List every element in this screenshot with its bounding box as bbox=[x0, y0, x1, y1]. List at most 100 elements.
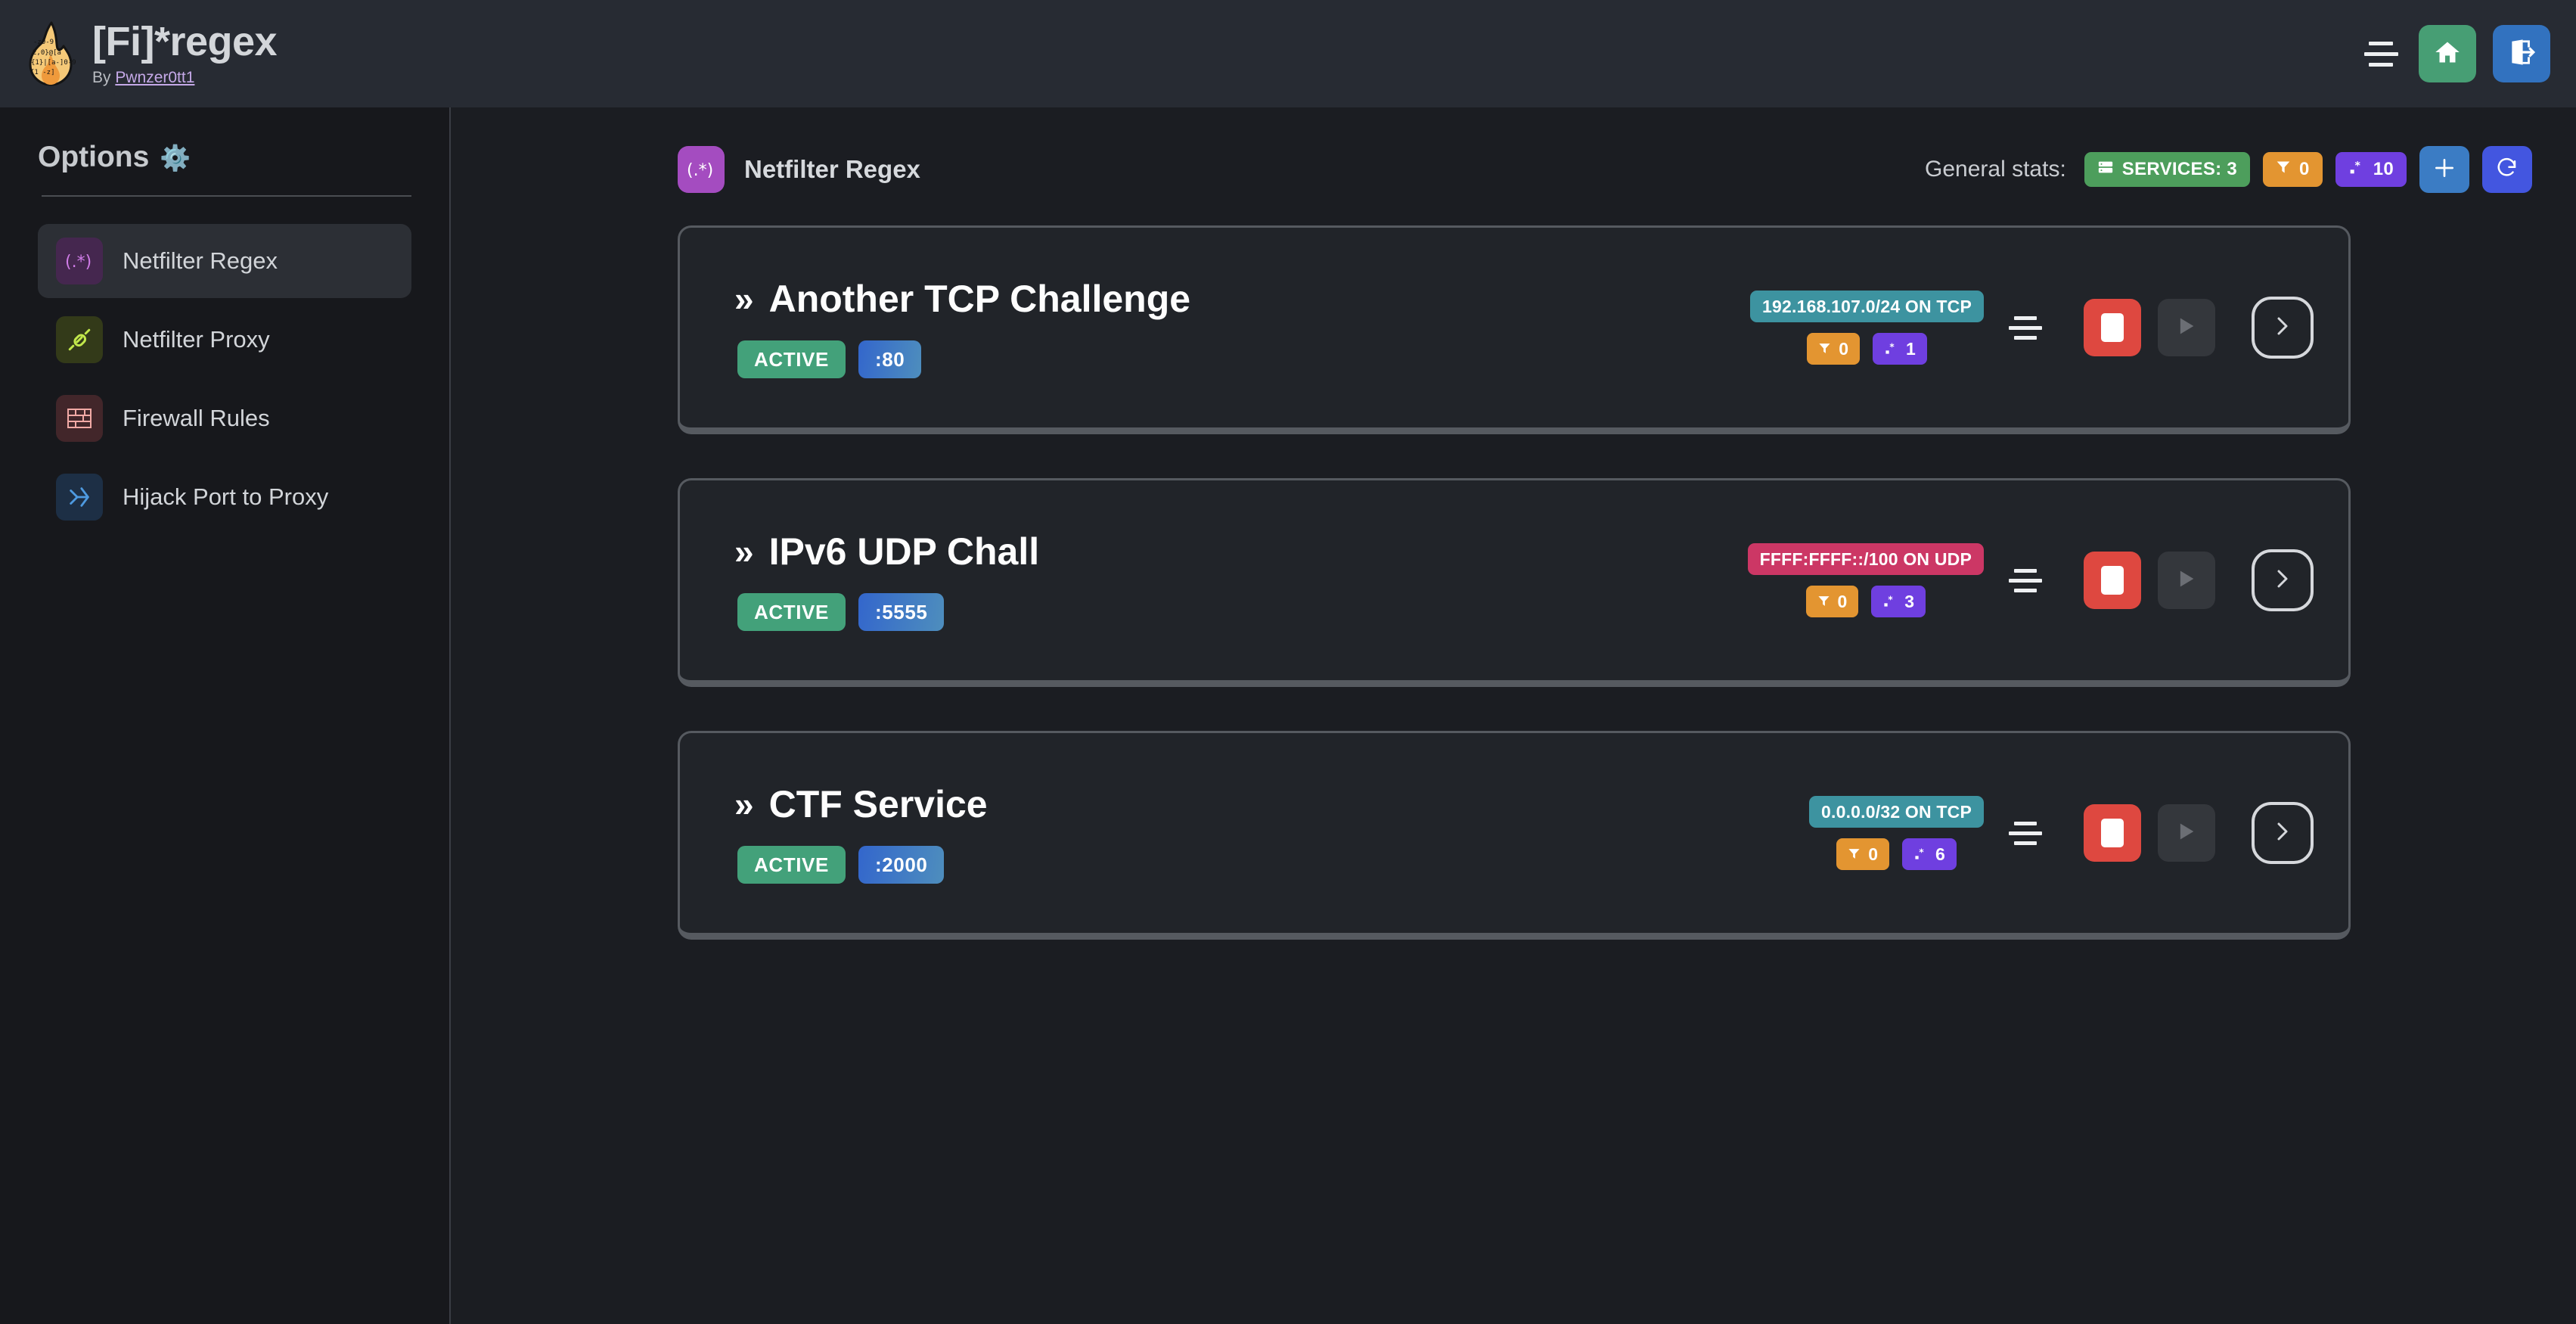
status-badge: ACTIVE bbox=[737, 593, 846, 631]
svg-text:-z0-9: -z0-9 bbox=[33, 39, 54, 46]
status-badge: ACTIVE bbox=[737, 340, 846, 378]
play-icon bbox=[2176, 567, 2197, 595]
service-card[interactable]: » Another TCP Challenge ACTIVE :80 192.1… bbox=[678, 225, 2351, 434]
sidebar-item-firewall-rules[interactable]: Firewall Rules bbox=[38, 381, 411, 455]
service-tags: ACTIVE :80 bbox=[734, 340, 1190, 378]
service-counters: 0 * 1 bbox=[1807, 333, 1927, 365]
general-stats-label: General stats: bbox=[1925, 157, 2066, 182]
filters-count-label: 0 bbox=[2299, 159, 2310, 179]
plug-icon bbox=[56, 316, 103, 363]
open-service-button[interactable] bbox=[2252, 297, 2314, 359]
stop-button[interactable] bbox=[2084, 552, 2141, 609]
svg-text:2,0}@[a: 2,0}@[a bbox=[33, 49, 61, 57]
network-badge: 192.168.107.0/24 ON TCP bbox=[1750, 291, 1984, 322]
svg-text:*: * bbox=[1889, 595, 1894, 605]
svg-text:*: * bbox=[1919, 847, 1924, 858]
service-tags: ACTIVE :5555 bbox=[734, 593, 1039, 631]
route-fork-icon bbox=[56, 474, 103, 521]
double-chevron-right-icon: » bbox=[734, 532, 754, 571]
refresh-icon bbox=[2496, 157, 2519, 183]
open-service-button[interactable] bbox=[2252, 549, 2314, 611]
server-icon bbox=[2097, 159, 2114, 181]
svg-text:(.*): (.*) bbox=[65, 253, 92, 272]
play-button[interactable] bbox=[2158, 299, 2215, 356]
play-icon bbox=[2176, 314, 2197, 342]
brick-wall-icon bbox=[56, 395, 103, 442]
service-name: Another TCP Challenge bbox=[768, 278, 1191, 320]
service-info: » Another TCP Challenge ACTIVE :80 bbox=[734, 277, 1190, 378]
service-name: CTF Service bbox=[768, 783, 988, 825]
network-badge: 0.0.0.0/32 ON TCP bbox=[1809, 796, 1984, 828]
svg-text:(.*): (.*) bbox=[687, 161, 713, 180]
drag-handle-icon[interactable] bbox=[1984, 315, 2067, 340]
chevron-right-icon bbox=[2271, 819, 2294, 848]
service-badges: 0.0.0.0/32 ON TCP 0 * 6 bbox=[1809, 796, 1984, 870]
regexes-badge: * 3 bbox=[1871, 586, 1926, 617]
regex-glyph-icon: * bbox=[1882, 592, 1897, 612]
open-service-button[interactable] bbox=[2252, 802, 2314, 864]
svg-text:*: * bbox=[2354, 160, 2360, 172]
service-counters: 0 * 3 bbox=[1805, 586, 1926, 617]
home-icon bbox=[2433, 39, 2462, 70]
drag-handle-icon[interactable] bbox=[1984, 821, 2067, 845]
svg-text:{1}|[a-]0-9]: {1}|[a-]0-9] bbox=[31, 59, 76, 67]
home-button[interactable] bbox=[2419, 25, 2476, 82]
gear-icon: ⚙️ bbox=[160, 143, 191, 172]
sidebar-item-netfilter-proxy[interactable]: Netfilter Proxy bbox=[38, 303, 411, 377]
plus-icon bbox=[2432, 156, 2457, 184]
funnel-icon bbox=[1818, 339, 1831, 359]
funnel-icon bbox=[2276, 159, 2291, 180]
service-title: » CTF Service bbox=[734, 782, 988, 826]
hamburger-menu-icon[interactable] bbox=[2360, 33, 2402, 75]
filters-count: 0 bbox=[1839, 338, 1849, 359]
stop-button[interactable] bbox=[2084, 299, 2141, 356]
sidebar-title-text: Options bbox=[38, 141, 150, 173]
refresh-button[interactable] bbox=[2482, 146, 2532, 193]
logout-icon bbox=[2507, 38, 2536, 70]
chevron-right-icon bbox=[2271, 313, 2294, 343]
status-badge: ACTIVE bbox=[737, 846, 846, 884]
drag-handle-icon[interactable] bbox=[1984, 568, 2067, 592]
sidebar-item-netfilter-regex[interactable]: (.*) Netfilter Regex bbox=[38, 224, 411, 298]
author-link[interactable]: Pwnzer0tt1 bbox=[115, 68, 195, 86]
regexes-badge: * 1 bbox=[1873, 333, 1927, 365]
general-stats: General stats: SERVICES: 3 0 * 10 bbox=[1925, 146, 2532, 193]
service-card[interactable]: » CTF Service ACTIVE :2000 0.0.0.0/32 ON… bbox=[678, 731, 2351, 940]
service-tags: ACTIVE :2000 bbox=[734, 846, 988, 884]
main-header: (.*) Netfilter Regex General stats: SERV… bbox=[452, 107, 2576, 198]
stop-icon bbox=[2101, 566, 2124, 595]
top-bar: -z0-9 2,0}@[a {1}|[a-]0-9] {1 ‑z] [Fi]*r… bbox=[0, 0, 2576, 107]
stop-button[interactable] bbox=[2084, 804, 2141, 862]
port-badge: :5555 bbox=[858, 593, 945, 631]
status-badge-regexes: * 10 bbox=[2335, 152, 2407, 187]
regexes-count: 1 bbox=[1906, 338, 1916, 359]
regexes-count: 3 bbox=[1904, 591, 1915, 611]
logout-button[interactable] bbox=[2493, 25, 2550, 82]
stop-icon bbox=[2101, 819, 2124, 847]
chevron-right-icon bbox=[2271, 566, 2294, 595]
service-controls: 0.0.0.0/32 ON TCP 0 * 6 bbox=[1809, 796, 2314, 870]
add-service-button[interactable] bbox=[2419, 146, 2469, 193]
sidebar-item-hijack-port-to-proxy[interactable]: Hijack Port to Proxy bbox=[38, 460, 411, 534]
double-chevron-right-icon: » bbox=[734, 279, 754, 319]
regex-icon: (.*) bbox=[56, 238, 103, 284]
service-controls: FFFF:FFFF::/100 ON UDP 0 * 3 bbox=[1747, 543, 2314, 617]
flame-regex-logo: -z0-9 2,0}@[a {1}|[a-]0-9] {1 ‑z] bbox=[26, 21, 76, 86]
service-badges: FFFF:FFFF::/100 ON UDP 0 * 3 bbox=[1747, 543, 1984, 617]
svg-text:*: * bbox=[1889, 342, 1895, 353]
service-info: » CTF Service ACTIVE :2000 bbox=[734, 782, 988, 884]
service-info: » IPv6 UDP Chall ACTIVE :5555 bbox=[734, 530, 1039, 631]
services-count-label: SERVICES: 3 bbox=[2121, 159, 2238, 179]
play-button[interactable] bbox=[2158, 804, 2215, 862]
play-icon bbox=[2176, 819, 2197, 847]
page-title: Netfilter Regex bbox=[744, 155, 920, 183]
svg-text:{1 ‑z]: {1 ‑z] bbox=[30, 69, 55, 76]
play-button[interactable] bbox=[2158, 552, 2215, 609]
service-card[interactable]: » IPv6 UDP Chall ACTIVE :5555 FFFF:FFFF:… bbox=[678, 478, 2351, 687]
filters-count: 0 bbox=[1868, 844, 1878, 864]
port-badge: :2000 bbox=[858, 846, 945, 884]
funnel-icon bbox=[1848, 844, 1861, 865]
port-badge: :80 bbox=[858, 340, 922, 378]
service-list: » Another TCP Challenge ACTIVE :80 192.1… bbox=[452, 198, 2576, 940]
filters-badge: 0 bbox=[1836, 838, 1889, 870]
